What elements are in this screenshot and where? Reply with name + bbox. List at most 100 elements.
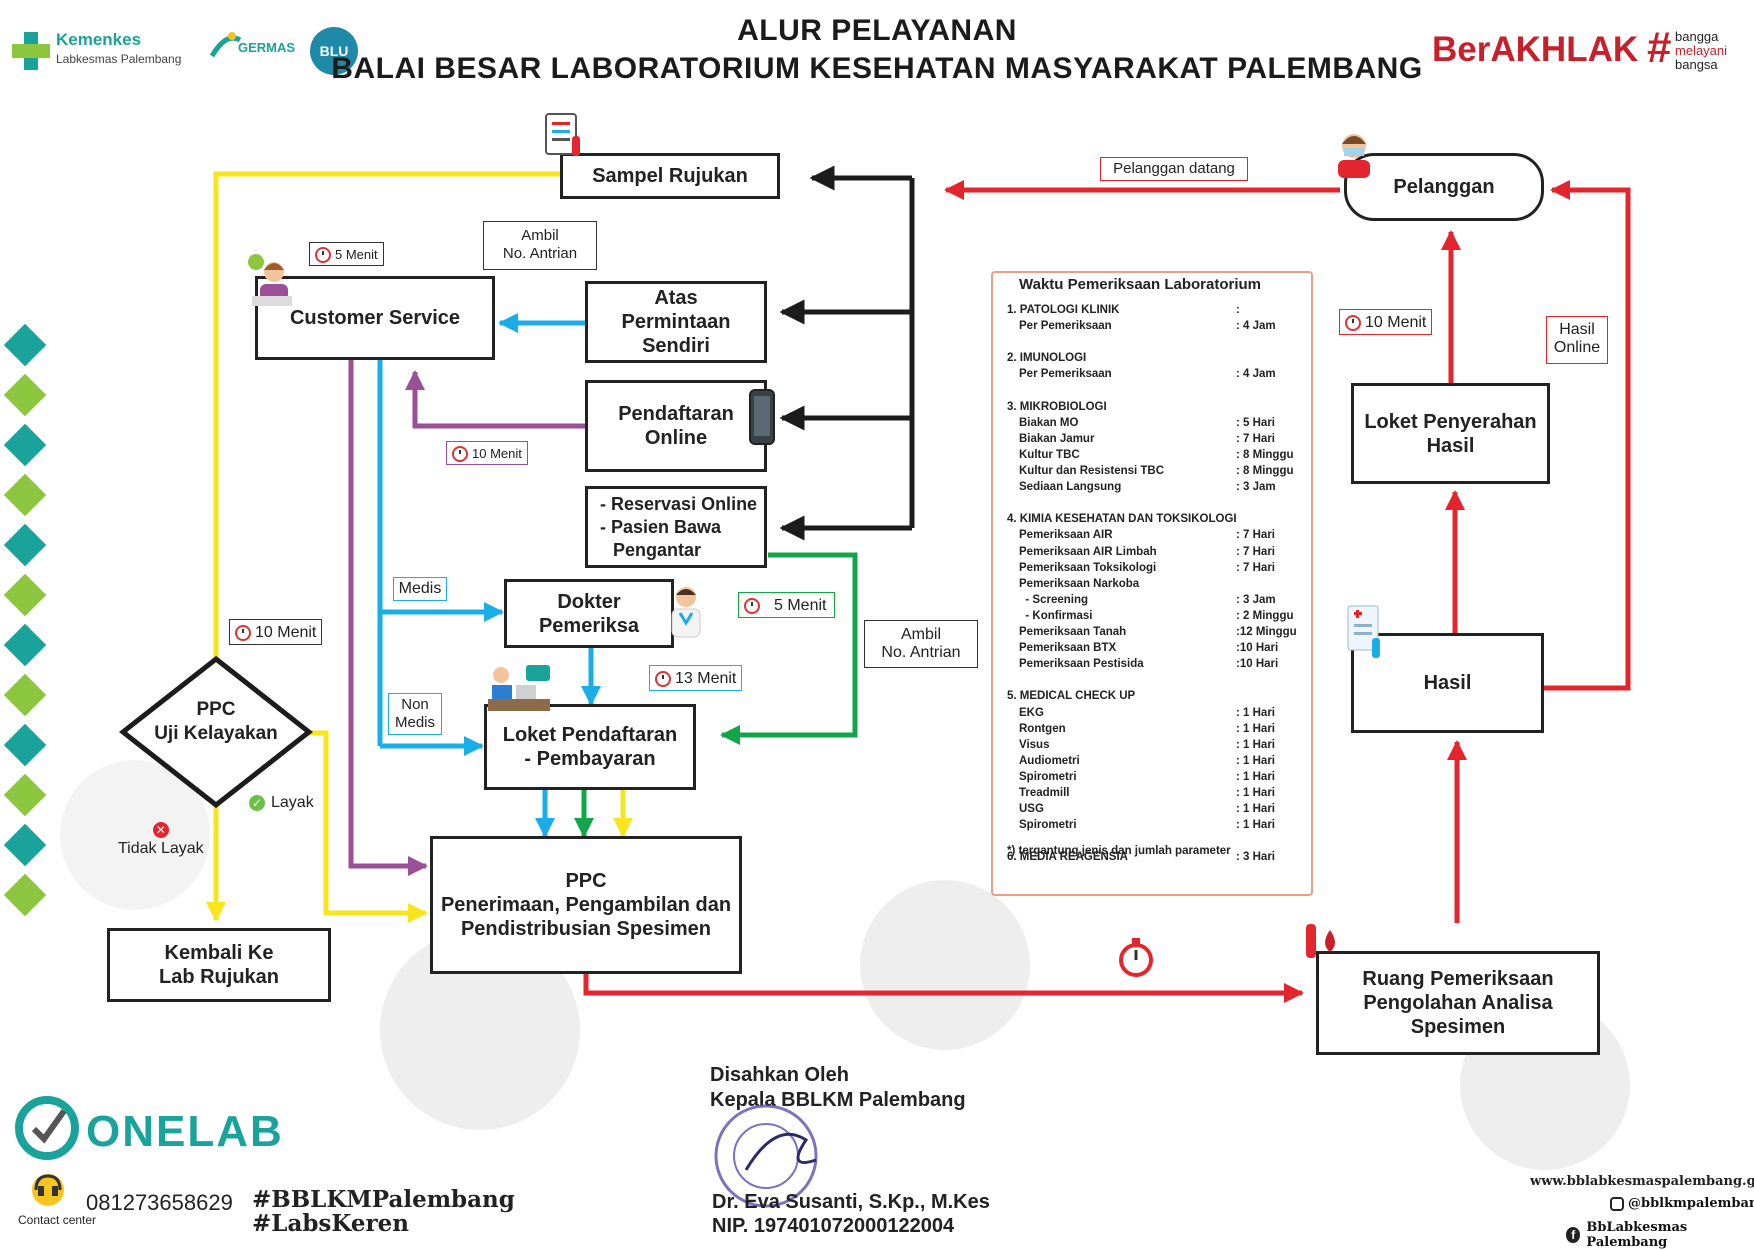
waktu-pemeriksaan-panel: Waktu Pemeriksaan Laboratorium 1. PATOLO… [991,271,1313,896]
bangga-logo: # bangga melayani bangsa [1647,26,1737,74]
atas-line3: Sendiri [642,335,710,357]
waktu-item-name: Pemeriksaan Pestisida [1019,658,1144,671]
pelanggan-box: Pelanggan [1344,153,1544,221]
pendaftaran-line1: Pendaftaran [618,403,734,425]
ruang-line2: Pengolahan Analisa [1363,992,1553,1014]
tagline-1: bangga [1675,29,1719,44]
waktu-category: 4. KIMIA KESEHATAN DAN TOKSIKOLOGI [1007,513,1237,526]
waktu-item-name: Per Pemeriksaan [1019,368,1112,381]
tidak-layak-text: Tidak Layak [118,840,204,857]
kemenkes-logo-icon [12,32,50,70]
timer-pendaftaran-online: 10 Menit [446,441,528,465]
dokter-line2: Pemeriksa [538,614,640,637]
waktu-item-value: : 1 Hari [1236,738,1275,751]
ppc-uji-kelayakan-text: PPC Uji Kelayakan [119,698,313,746]
timer-cs-text: 5 Menit [335,246,378,262]
timer-dokter-text: 5 Menit [774,596,827,614]
waktu-item-value: : 4 Jam [1236,320,1276,333]
page-title-line2: BALAI BESAR LABORATORIUM KESEHATAN MASYA… [331,52,1423,85]
pendaftaran-online-box: Pendaftaran Online [585,380,767,472]
ambil-top-line2: No. Antrian [502,245,578,262]
sampel-rujukan-text: Sampel Rujukan [592,165,748,187]
waktu-item-value: : 8 Minggu [1236,448,1294,461]
pendaftaran-line2: Online [644,427,708,449]
connector-online-to-cs [405,370,585,429]
pelanggan-datang-text: Pelanggan datang [1113,160,1235,177]
hasil-online-label: Hasil Online [1546,316,1608,364]
waktu-pemeriksaan-title: Waktu Pemeriksaan Laboratorium [1019,276,1262,293]
dokter-line1: Dokter [557,590,621,613]
waktu-item-name: Treadmill [1019,787,1070,799]
germas-logo: GERMAS [208,30,298,70]
waktu-item-value: : 2 Minggu [1236,609,1294,622]
loket-serah-line2: Hasil [1426,434,1475,457]
kembali-line2: Lab Rujukan [158,966,279,988]
timer-dokter: 5 Menit [738,592,836,618]
waktu-item-name: Kultur TBC [1019,448,1080,461]
approval-heading: Disahkan Oleh [710,1064,849,1086]
clock-icon [744,597,760,614]
waktu-item-name: Pemeriksaan Narkoba [1019,577,1140,590]
timer-customer-service: 5 Menit [309,242,384,266]
timer-ppc-text: 10 Menit [255,623,317,641]
waktu-item-value: :10 Hari [1236,642,1279,655]
layak-label: ✓ Layak [249,794,314,812]
waktu-category-value: : 3 Hari [1236,851,1275,864]
waktu-item-name: Audiometri [1019,754,1080,767]
waktu-item-value: : 1 Hari [1236,706,1275,719]
reservasi-box: - Reservasi Online - Pasien Bawa Pengant… [585,486,767,568]
non-medis-line1: Non [401,696,429,713]
waktu-item-value: : 4 Jam [1236,368,1276,381]
left-pattern-decoration [3,323,47,917]
medis-label: Medis [393,577,447,601]
ppc-uji-line1: PPC [196,699,236,720]
clock-icon [452,445,468,462]
waktu-item-name: Per Pemeriksaan [1019,320,1112,333]
waktu-item-value: : 1 Hari [1236,770,1275,783]
waktu-item-value: : 3 Jam [1236,481,1276,494]
tidak-layak-label: ✕ Tidak Layak [118,822,204,858]
ambil-antrian-label-bottom: Ambil No. Antrian [864,620,978,668]
ambil-bottom-line2: No. Antrian [881,644,961,661]
ruang-pemeriksaan-box: Ruang Pemeriksaan Pengolahan Analisa Spe… [1316,951,1600,1055]
waktu-item-value: : 1 Hari [1236,754,1275,767]
timer-loket-text: 13 Menit [675,669,737,687]
page-title-line1: ALUR PELAYANAN [737,14,1017,47]
kembali-line1: Kembali Ke [164,942,274,964]
berakhlak-logo: BerAKHLAK [1432,30,1639,69]
loket-daftar-line1: Loket Pendaftaran [502,724,678,746]
loket-penyerahan-box: Loket Penyerahan Hasil [1351,383,1550,484]
waktu-item-name: Biakan Jamur [1019,432,1095,445]
blu-logo-text: BLU [319,43,349,59]
hasil-online-line2: Online [1553,339,1601,356]
sampel-rujukan-box: Sampel Rujukan [560,153,780,199]
ambil-antrian-label-top: Ambil No. Antrian [483,221,597,270]
timer-serah-text: 10 Menit [1365,313,1427,331]
medis-text: Medis [398,580,442,597]
waktu-item-name: USG [1019,803,1044,816]
timer-loket-pendaftaran: 13 Menit [649,665,743,691]
waktu-item-name: Kultur dan Resistensi TBC [1019,465,1165,477]
waktu-item-name: Pemeriksaan Toksikologi [1019,561,1157,574]
ambil-top-line1: Ambil [521,227,559,244]
hasil-text: Hasil [1423,672,1472,694]
waktu-category-value: : [1236,304,1240,316]
kemenkes-logo-text: Kemenkes [56,30,142,49]
facebook-row: f BbLabkesmas Palembang [1566,1220,1754,1250]
tagline-3: bangsa [1675,57,1718,72]
reservasi-line3: Pengantar [613,539,702,560]
waktu-item-name: Biakan MO [1019,416,1079,429]
waktu-item-value: :12 Minggu [1236,626,1297,638]
official-stamp-seal [714,1104,818,1208]
hashtag-bblkm: #BBLKMPalembang [252,1186,515,1213]
waktu-item-value: : 3 Jam [1236,593,1276,606]
kemenkes-logo-subtext: Labkesmas Palembang [56,52,182,66]
waktu-item-name: Sediaan Langsung [1019,481,1122,494]
pelanggan-datang-label: Pelanggan datang [1100,157,1248,181]
clock-icon [1345,314,1361,331]
waktu-category: 1. PATOLOGI KLINIK [1007,304,1120,316]
waktu-item-name: EKG [1019,706,1044,719]
waktu-item-name: Spirometri [1019,770,1077,783]
facebook-icon: f [1566,1227,1581,1243]
waktu-item-name: Pemeriksaan AIR Limbah [1019,545,1157,558]
